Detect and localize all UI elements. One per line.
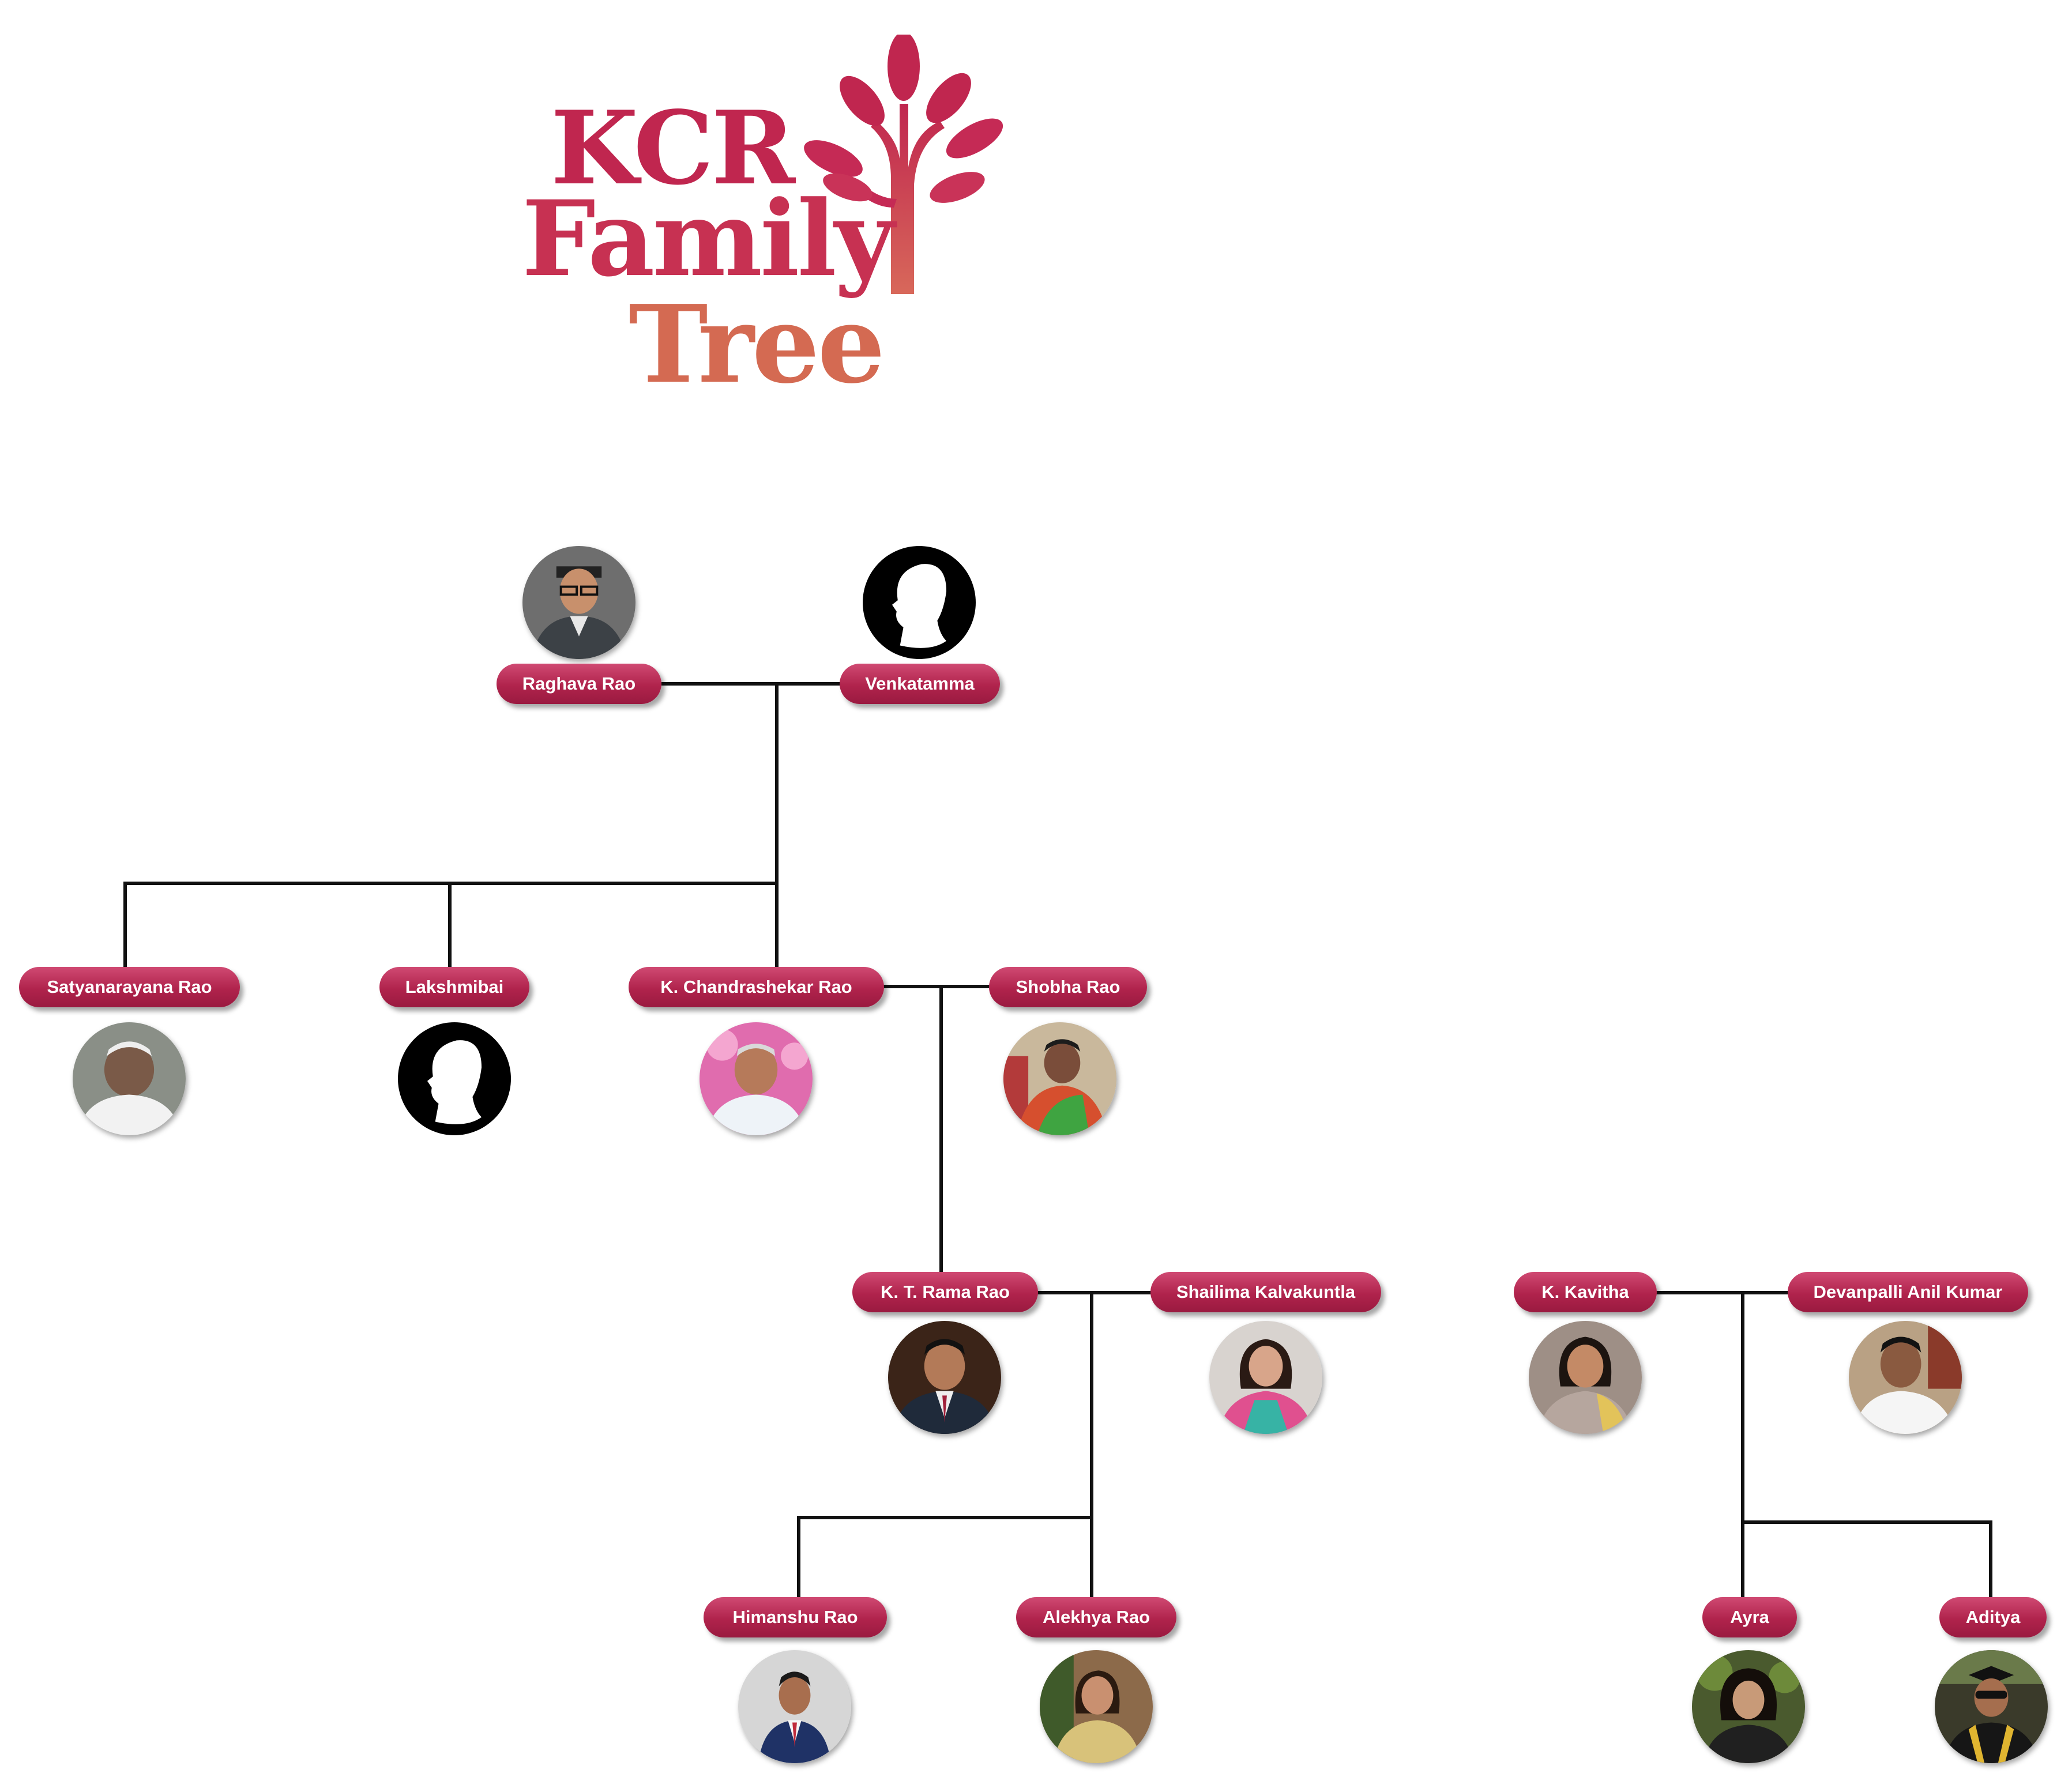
avatar-raghava-rao [522, 546, 635, 659]
avatar-aditya [1935, 1650, 2048, 1763]
avatar-satyanarayana-rao [73, 1022, 186, 1135]
tree-icon [804, 35, 1003, 294]
pill-alekhya-rao: Alekhya Rao [1016, 1597, 1176, 1637]
avatar-shailima-kalvakuntla [1209, 1321, 1322, 1434]
pill-k-chandrashekar-rao: K. Chandrashekar Rao [629, 967, 884, 1007]
pill-lakshmibai: Lakshmibai [379, 967, 529, 1007]
avatar-k-chandrashekar-rao [700, 1022, 813, 1135]
pill-aditya: Aditya [1939, 1597, 2047, 1637]
logo-text-kcr: KCR [551, 89, 795, 208]
avatar-himanshu-rao [738, 1650, 851, 1763]
avatar-alekhya-rao [1040, 1650, 1153, 1763]
avatar-k-kavitha [1529, 1321, 1642, 1434]
pill-shailima-kalvakuntla: Shailima Kalvakuntla [1150, 1272, 1381, 1312]
silhouette-icon [863, 546, 976, 659]
pill-devanpalli-anil-kumar: Devanpalli Anil Kumar [1788, 1272, 2028, 1312]
logo-text-family: Family [522, 178, 894, 300]
pill-raghava-rao: Raghava Rao [497, 664, 661, 704]
silhouette-icon [398, 1022, 511, 1135]
pill-himanshu-rao: Himanshu Rao [704, 1597, 887, 1637]
avatar-ayra [1692, 1650, 1805, 1763]
logo-text-tree: Tree [629, 281, 885, 407]
kcr-family-tree-logo: KCR Family Tree [507, 35, 1015, 404]
pill-k-kavitha: K. Kavitha [1514, 1272, 1657, 1312]
avatar-k-t-rama-rao [888, 1321, 1001, 1434]
avatar-shobha-rao [1003, 1022, 1116, 1135]
pill-venkatamma: Venkatamma [840, 664, 1000, 704]
pill-k-t-rama-rao: K. T. Rama Rao [852, 1272, 1038, 1312]
pill-ayra: Ayra [1702, 1597, 1797, 1637]
pill-shobha-rao: Shobha Rao [989, 967, 1147, 1007]
pill-satyanarayana-rao: Satyanarayana Rao [19, 967, 240, 1007]
avatar-devanpalli-anil-kumar [1849, 1321, 1962, 1434]
